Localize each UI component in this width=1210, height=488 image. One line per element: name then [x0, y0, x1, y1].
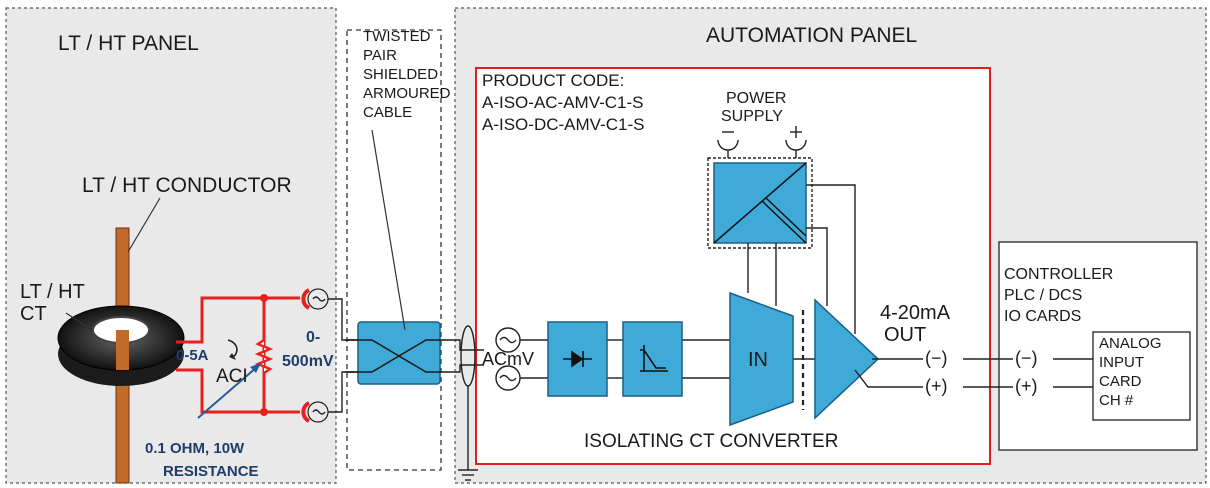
controller-terminal-minus: (−)	[1015, 348, 1038, 368]
panel-terminal-top	[301, 288, 326, 310]
product-code-heading: PRODUCT CODE:	[482, 71, 625, 90]
cable-label-line2: PAIR	[363, 47, 397, 64]
signal-lines	[520, 339, 815, 379]
in-label: IN	[748, 349, 768, 371]
resistor-symbol	[254, 338, 274, 375]
aci-arrow-head	[229, 353, 236, 360]
controller-label-3: IO CARDS	[1004, 308, 1082, 325]
diode-icon	[563, 350, 592, 368]
analog-card-label-1: ANALOG	[1099, 335, 1162, 352]
lt-ht-panel-box	[5, 7, 337, 484]
lt-panel-title: LT / HT PANEL	[58, 32, 199, 55]
acmv-label: ACmV	[482, 349, 535, 369]
output-label-2: OUT	[884, 324, 927, 346]
ct-leader	[65, 312, 93, 331]
output-terminal-plus: (+)	[925, 376, 948, 396]
automation-panel-title: AUTOMATION PANEL	[706, 24, 918, 47]
twist-lines	[345, 339, 452, 373]
conductor-label: LT / HT CONDUCTOR	[82, 174, 292, 197]
conductor-bar-front	[116, 330, 129, 370]
filter-block	[622, 321, 683, 397]
cable-label-line3: SHIELDED	[363, 66, 439, 83]
resistor-label-1: 0.1 OHM, 10W	[145, 440, 245, 457]
aci-label: ACI	[216, 366, 248, 387]
cable-label-line4: ARMOURED	[363, 85, 451, 102]
controller-label-2: PLC / DCS	[1004, 287, 1083, 304]
junction-dot	[260, 408, 268, 416]
cable-block	[357, 321, 441, 385]
low-pass-filter-icon	[640, 345, 668, 372]
output-wires	[854, 358, 1093, 388]
ct-label-2: CT	[20, 303, 47, 325]
analog-card-label-2: INPUT	[1099, 354, 1144, 371]
ct-label-1: LT / HT	[20, 281, 85, 303]
output-amplifier	[814, 298, 880, 420]
cable-box	[346, 29, 442, 471]
cable-label-line5: CABLE	[363, 104, 413, 121]
output-label-1: 4-20mA	[880, 302, 951, 324]
controller-terminal-plus: (+)	[1015, 376, 1038, 396]
power-supply-outline	[707, 157, 813, 249]
junction-dot	[260, 294, 268, 302]
analog-card-box	[1092, 331, 1191, 421]
product-code-ac: A-ISO-AC-AMV-C1-S	[482, 93, 644, 112]
resistor-pointer	[197, 366, 258, 419]
power-wires	[747, 184, 856, 334]
ps-terminal-minus	[717, 131, 739, 158]
output-terminal-minus: (−)	[925, 348, 948, 368]
dc-dc-converter-icon	[713, 162, 807, 244]
controller-label-1: CONTROLLER	[1004, 266, 1114, 283]
conductor-leader	[127, 197, 161, 253]
product-code-dc: A-ISO-DC-AMV-C1-S	[482, 115, 645, 134]
analog-card-label-4: CH #	[1099, 392, 1134, 409]
voltage-label-2: 500mV	[282, 353, 334, 370]
cable-wires-right	[452, 339, 484, 373]
voltage-label-1: 0-	[306, 329, 321, 346]
earth-symbol	[458, 469, 478, 481]
resistor-label-2: RESISTANCE	[163, 463, 259, 480]
isolation-input-block	[729, 291, 794, 427]
cable-label-leader	[371, 129, 406, 331]
analog-card-label-3: CARD	[1099, 373, 1142, 390]
power-supply-label-2: SUPPLY	[721, 108, 783, 125]
cable-label-line1: TWISTED	[363, 28, 431, 45]
ct-current-label: 0-5A	[176, 347, 209, 364]
converter-title: ISOLATING CT CONVERTER	[584, 431, 839, 452]
resistor-pointer-head	[250, 363, 261, 373]
ps-terminal-plus	[785, 126, 807, 158]
panel-terminal-bottom	[301, 401, 326, 423]
power-supply-label-1: POWER	[726, 90, 787, 107]
